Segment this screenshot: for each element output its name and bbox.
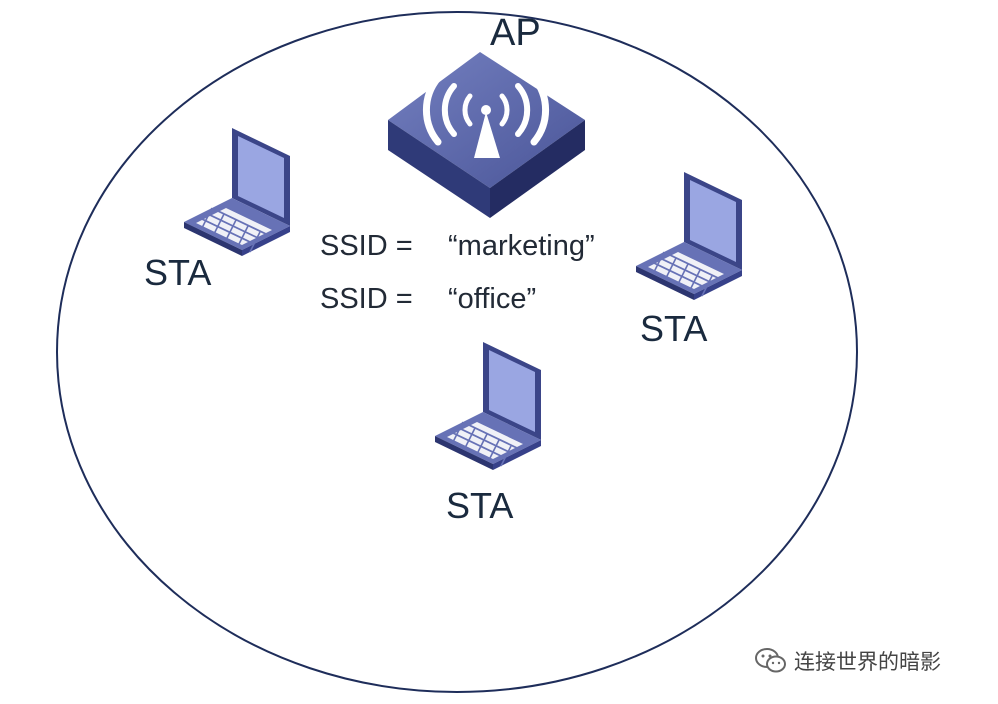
ssid-row-marketing: SSID = “marketing” [320,230,595,263]
wechat-icon [755,648,786,673]
ap-label: AP [490,12,541,54]
ssid-value: “office” [448,283,537,315]
ssid-key: SSID = [320,283,413,315]
watermark: 连接世界的暗影 [754,646,941,676]
watermark-text: 连接世界的暗影 [794,650,941,674]
ssid-row-office: SSID = “office” [320,283,536,316]
access-point-icon [388,52,585,218]
ssid-key: SSID = [320,230,413,262]
laptop-icon-bottom [434,341,542,471]
sta-label-left: STA [144,252,212,293]
sta-label-right: STA [640,308,708,349]
laptop-icon-right [635,171,743,301]
laptop-icon-left [183,127,291,257]
sta-label-bottom: STA [446,485,514,526]
coverage-circle [56,11,858,693]
ssid-value: “marketing” [448,230,595,262]
